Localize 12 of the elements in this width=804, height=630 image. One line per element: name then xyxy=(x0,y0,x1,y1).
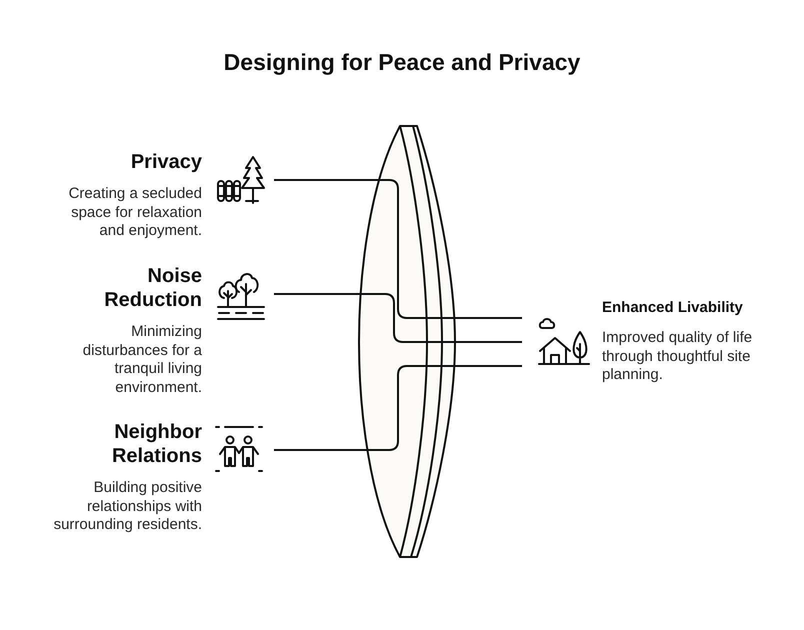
connector-line xyxy=(274,365,522,451)
item-heading: Privacy xyxy=(130,150,202,174)
item-description: Minimizing disturbances for a tranquil living environment. xyxy=(82,323,202,397)
item-description: Improved quality of life through thoughtful site planning. xyxy=(602,329,754,384)
item-heading: Neighbor Relations xyxy=(110,420,202,468)
item-heading: Noise Reduction xyxy=(103,264,202,312)
item-description: Building positive relationships with surrounding residents. xyxy=(52,479,202,534)
diagram-title: Designing for Peace and Privacy xyxy=(224,48,580,76)
connector-line xyxy=(274,179,522,319)
item-heading: Enhanced Livability xyxy=(602,298,743,318)
connector-line xyxy=(274,293,522,343)
item-description: Creating a secluded space for relaxation and enjoyment. xyxy=(68,185,202,240)
